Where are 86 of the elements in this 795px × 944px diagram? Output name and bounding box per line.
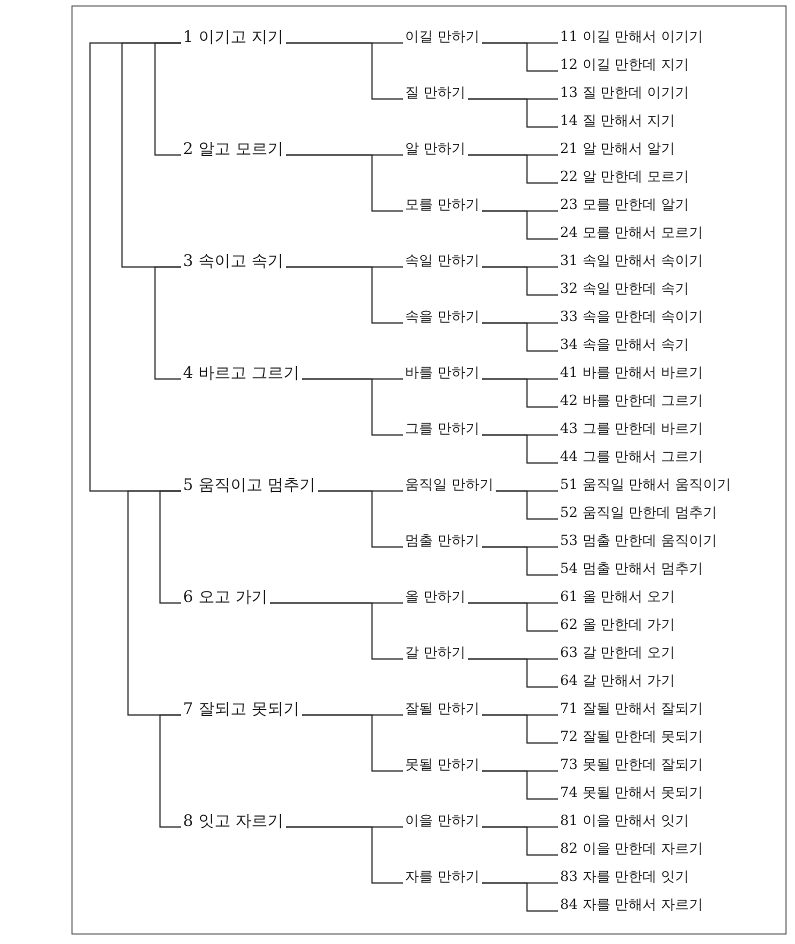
outcome-label: 11 이길 만해서 이기기 [560, 27, 704, 47]
connector-line [482, 714, 558, 744]
topic-label: 3 속이고 속기 [183, 251, 284, 271]
connector-line [127, 490, 181, 716]
branch-label: 자를 만하기 [405, 867, 480, 887]
outcome-label: 51 움직일 만해서 움직이기 [560, 475, 732, 495]
outcome-label: 52 움직일 만한데 멈추기 [560, 503, 718, 523]
connector-line [286, 266, 403, 324]
outcome-label: 81 이을 만해서 잇기 [560, 811, 690, 831]
outcome-label: 72 잘될 만한데 못되기 [560, 727, 704, 747]
connector-line [468, 98, 558, 128]
outcome-label: 24 모를 만해서 모르기 [560, 223, 704, 243]
connector-line [482, 210, 558, 240]
connector-line [482, 378, 558, 408]
topic-label: 4 바르고 그르기 [183, 363, 300, 383]
connector-line [159, 490, 181, 604]
connector-line [468, 602, 558, 632]
topic-label: 5 움직이고 멈추기 [183, 475, 316, 495]
outcome-label: 73 못될 만한데 잘되기 [560, 755, 704, 775]
outcome-label: 61 올 만해서 오기 [560, 587, 676, 607]
connector-line [286, 42, 403, 100]
topic-label: 2 알고 모르기 [183, 139, 284, 159]
topic-label: 1 이기고 지기 [183, 27, 284, 47]
outcome-label: 32 속일 만한데 속기 [560, 279, 690, 299]
outcome-label: 14 질 만해서 지기 [560, 111, 676, 131]
outcome-label: 53 멈출 만한데 움직이기 [560, 531, 718, 551]
branch-label: 알 만하기 [405, 139, 466, 159]
connector-line [154, 42, 181, 156]
branch-label: 그를 만하기 [405, 419, 480, 439]
connector-line [482, 322, 558, 352]
outcome-label: 64 갈 만해서 가기 [560, 671, 676, 691]
branch-label: 움직일 만하기 [405, 475, 494, 495]
connector-line [270, 602, 403, 660]
outcome-label: 82 이을 만한데 자르기 [560, 839, 704, 859]
branch-label: 질 만하기 [405, 83, 466, 103]
outcome-label: 12 이길 만한데 지기 [560, 55, 690, 75]
connector-line [482, 434, 558, 464]
branch-label: 이을 만하기 [405, 811, 480, 831]
branch-label: 못될 만하기 [405, 755, 480, 775]
topic-label: 8 잇고 자르기 [183, 811, 284, 831]
connector-line [482, 826, 558, 856]
connector-line [302, 378, 403, 436]
connector-line [482, 42, 558, 72]
outcome-label: 54 멈출 만해서 멈추기 [560, 559, 704, 579]
branch-label: 이길 만하기 [405, 27, 480, 47]
outcome-label: 31 속일 만해서 속이기 [560, 251, 704, 271]
branch-label: 속을 만하기 [405, 307, 480, 327]
outcome-label: 23 모를 만한데 알기 [560, 195, 690, 215]
connector-line [318, 490, 403, 548]
connector-line [496, 490, 558, 520]
connector-line [302, 714, 403, 772]
branch-label: 갈 만하기 [405, 643, 466, 663]
outcome-label: 62 올 만한데 가기 [560, 615, 676, 635]
connector-line [468, 658, 558, 688]
connector-line [482, 770, 558, 800]
outcome-label: 84 자를 만해서 자르기 [560, 895, 704, 915]
connector-line [468, 154, 558, 184]
outcome-label: 63 갈 만한데 오기 [560, 643, 676, 663]
connector-line [159, 714, 181, 828]
outcome-label: 42 바를 만한데 그르기 [560, 391, 704, 411]
outcome-label: 74 못될 만해서 못되기 [560, 783, 704, 803]
connector-line [89, 42, 181, 492]
connector-line [482, 266, 558, 296]
outcome-label: 33 속을 만한데 속이기 [560, 307, 704, 327]
branch-label: 올 만하기 [405, 587, 466, 607]
connector-line [286, 154, 403, 212]
connector-line [482, 546, 558, 576]
branch-label: 바를 만하기 [405, 363, 480, 383]
branch-label: 잘될 만하기 [405, 699, 480, 719]
outcome-label: 22 알 만한데 모르기 [560, 167, 690, 187]
topic-label: 7 잘되고 못되기 [183, 699, 300, 719]
outcome-label: 43 그를 만한데 바르기 [560, 419, 704, 439]
branch-label: 모를 만하기 [405, 195, 480, 215]
connector-line [286, 826, 403, 884]
outcome-label: 13 질 만한데 이기기 [560, 83, 690, 103]
outcome-label: 44 그를 만해서 그르기 [560, 447, 704, 467]
outcome-label: 34 속을 만해서 속기 [560, 335, 690, 355]
outcome-label: 83 자를 만한데 잇기 [560, 867, 690, 887]
branch-label: 속일 만하기 [405, 251, 480, 271]
outcome-label: 41 바를 만해서 바르기 [560, 363, 704, 383]
outcome-label: 71 잘될 만해서 잘되기 [560, 699, 704, 719]
topic-label: 6 오고 가기 [183, 587, 268, 607]
outcome-label: 21 알 만해서 알기 [560, 139, 676, 159]
connector-line [154, 266, 181, 380]
connector-line [482, 882, 558, 912]
branch-label: 멈출 만하기 [405, 531, 480, 551]
